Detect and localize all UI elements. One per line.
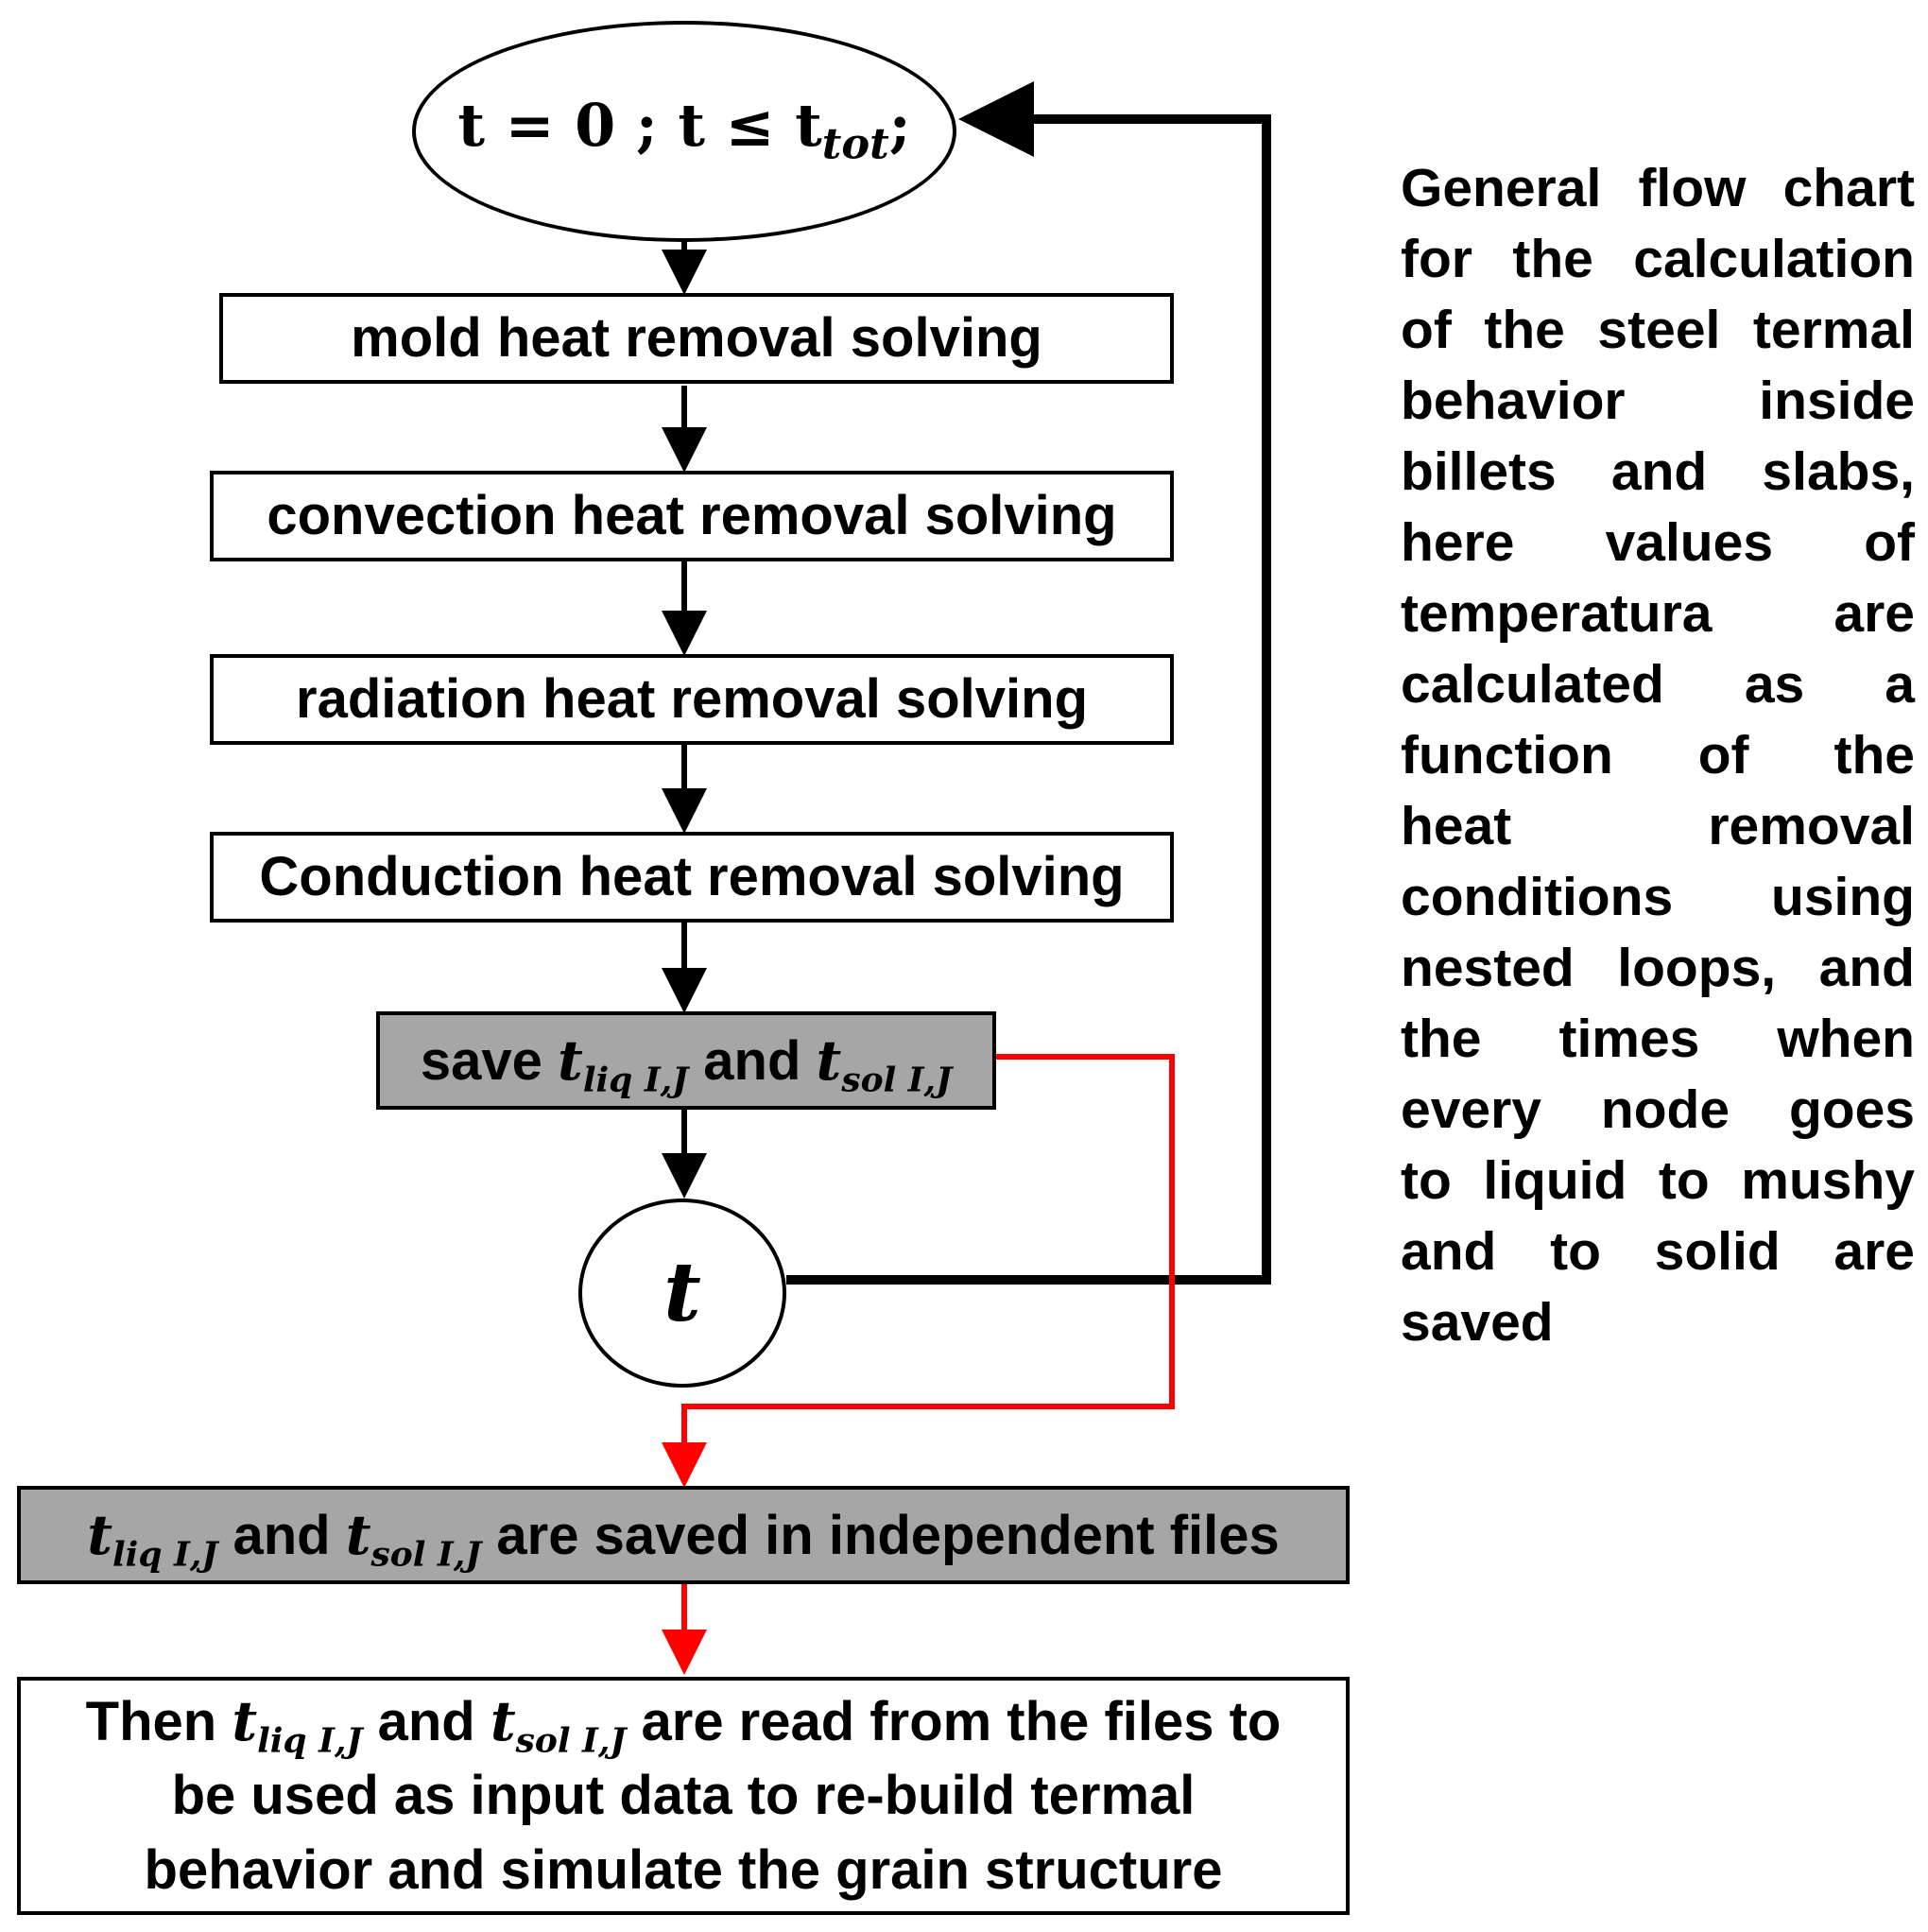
final-rebuild-step: Then tliq I,J and tsol I,J are read from… [17, 1677, 1350, 1915]
caption-line: to liquid to mushy [1401, 1150, 1915, 1211]
caption-line: the times when [1401, 1009, 1915, 1069]
caption-line: function of the [1401, 725, 1915, 785]
caption-line: and to solid are [1401, 1221, 1915, 1282]
save-branch-arrow [662, 1054, 1175, 1488]
final-line-3: behavior and simulate the grain structur… [144, 1838, 1223, 1901]
final-conjunction: and [377, 1691, 475, 1753]
caption-line: here values of [1401, 512, 1915, 573]
final-line-2: be used as input data to re-build termal [171, 1765, 1196, 1827]
liquidus-time-variable: tliq I,J [232, 1689, 363, 1761]
files-saved-step: tliq I,J and tsol I,J are saved in indep… [17, 1486, 1350, 1584]
convection-heat-removal-step: convection heat removal solving [210, 471, 1174, 561]
final-line-1: Then tliq I,J and tsol I,J are read from… [86, 1684, 1282, 1759]
condition-test: t ≤ t [678, 91, 822, 161]
loop-condition: t = 0 ; t ≤ ttot; [457, 96, 910, 165]
files-conjunction: and [232, 1504, 331, 1566]
caption-line: behavior inside [1401, 371, 1915, 431]
loop-start-ellipse: t = 0 ; t ≤ ttot; [412, 21, 956, 242]
condition-end: ; [888, 91, 911, 161]
caption-line: calculated as a [1401, 654, 1915, 715]
step-label: mold heat removal solving [351, 307, 1042, 369]
caption-line: saved [1401, 1292, 1554, 1353]
solidus-time-variable: tsol I,J [816, 1027, 953, 1100]
caption-line: for the calculation [1401, 229, 1915, 289]
caption-line: heat removal [1401, 796, 1915, 856]
solidus-time-variable: tsol I,J [345, 1502, 482, 1575]
caption-line: conditions using [1401, 867, 1915, 927]
step-label: Conduction heat removal solving [259, 846, 1125, 907]
mold-heat-removal-step: mold heat removal solving [219, 293, 1174, 384]
time-variable: t [663, 1245, 701, 1340]
step-label: radiation heat removal solving [296, 668, 1088, 730]
caption-line: of the steel termal [1401, 300, 1915, 360]
conduction-heat-removal-step: Conduction heat removal solving [210, 832, 1174, 923]
liquidus-time-variable: tliq I,J [558, 1027, 689, 1100]
save-step-label: save tliq I,J and tsol I,J [420, 1029, 952, 1097]
caption-line: every node goes [1401, 1079, 1915, 1140]
condition-init: t = 0 [457, 91, 616, 161]
save-conjunction: and [703, 1029, 801, 1092]
step-label: convection heat removal solving [267, 485, 1117, 546]
condition-separator: ; [635, 91, 658, 161]
condition-test-subscript: tot [821, 118, 889, 169]
radiation-heat-removal-step: radiation heat removal solving [210, 654, 1174, 745]
solidus-time-variable: tsol I,J [490, 1689, 627, 1761]
figure-caption: General flow chart for the calculation o… [1401, 153, 1915, 1358]
save-prefix: save [420, 1029, 542, 1092]
caption-line: General flow chart [1401, 158, 1915, 218]
caption-line: billets and slabs, [1401, 441, 1915, 502]
final-prefix: Then [85, 1691, 217, 1753]
files-step-label: tliq I,J and tsol I,J are saved in indep… [87, 1504, 1280, 1572]
time-step-node: t [578, 1199, 786, 1388]
loop-back-arrow [786, 81, 1271, 1285]
caption-line: nested loops, and [1401, 938, 1915, 998]
save-times-step: save tliq I,J and tsol I,J [376, 1011, 996, 1110]
files-suffix: are saved in independent files [496, 1504, 1280, 1566]
liquidus-time-variable: tliq I,J [87, 1502, 218, 1575]
caption-line: temperatura are [1401, 583, 1915, 644]
final-line-1-suffix: are read from the files to [641, 1691, 1282, 1753]
